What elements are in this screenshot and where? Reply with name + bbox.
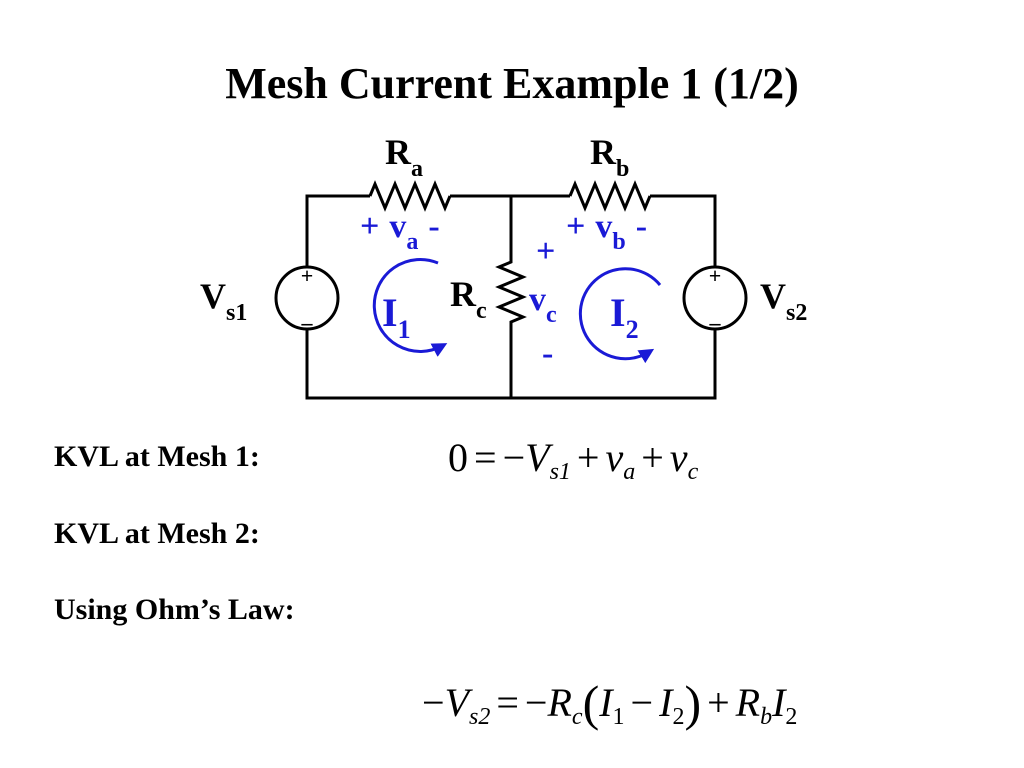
- resistor-rb: [568, 180, 652, 212]
- label-vs2: Vs2: [760, 276, 807, 326]
- label-vs1: Vs1: [200, 276, 247, 326]
- label-vc: vc: [529, 281, 557, 328]
- circuit-wires: [305, 180, 717, 400]
- label-ohms-law: Using Ohm’s Law:: [54, 593, 295, 626]
- circuit-diagram: + – + – Ra Rb Rc Vs1 Vs2 +va- +vb- + vc …: [200, 132, 807, 400]
- label-va: +va-: [360, 208, 440, 255]
- mesh-current-loop-1: [372, 257, 448, 357]
- vs1-minus: –: [301, 310, 314, 335]
- resistor-rc: [495, 196, 527, 398]
- label-kvl-mesh-1: KVL at Mesh 1:: [54, 440, 260, 473]
- label-i1: I1: [382, 290, 411, 344]
- voltage-source-vs2: [682, 265, 748, 331]
- vc-plus: +: [536, 233, 555, 270]
- label-ra: Ra: [385, 132, 423, 182]
- vs2-plus: +: [709, 263, 722, 288]
- vc-minus: -: [542, 335, 553, 372]
- label-rc: Rc: [450, 274, 487, 324]
- label-vb: +vb-: [566, 208, 647, 255]
- label-kvl-mesh-2: KVL at Mesh 2:: [54, 517, 260, 550]
- equation-ohms-law: −Vs2=−Rc(I1−I2)+RbI2: [422, 675, 798, 731]
- page-title: Mesh Current Example 1 (1/2): [225, 59, 799, 108]
- label-i2: I2: [610, 290, 639, 344]
- mesh-current-loop-2: [578, 267, 662, 364]
- equation-kvl-mesh-1: 0=−Vs1+va+vc: [448, 435, 699, 485]
- resistor-ra: [368, 180, 452, 212]
- voltage-source-vs1: [274, 265, 340, 331]
- label-rb: Rb: [590, 132, 629, 182]
- vs1-plus: +: [301, 263, 314, 288]
- vs2-minus: –: [709, 310, 722, 335]
